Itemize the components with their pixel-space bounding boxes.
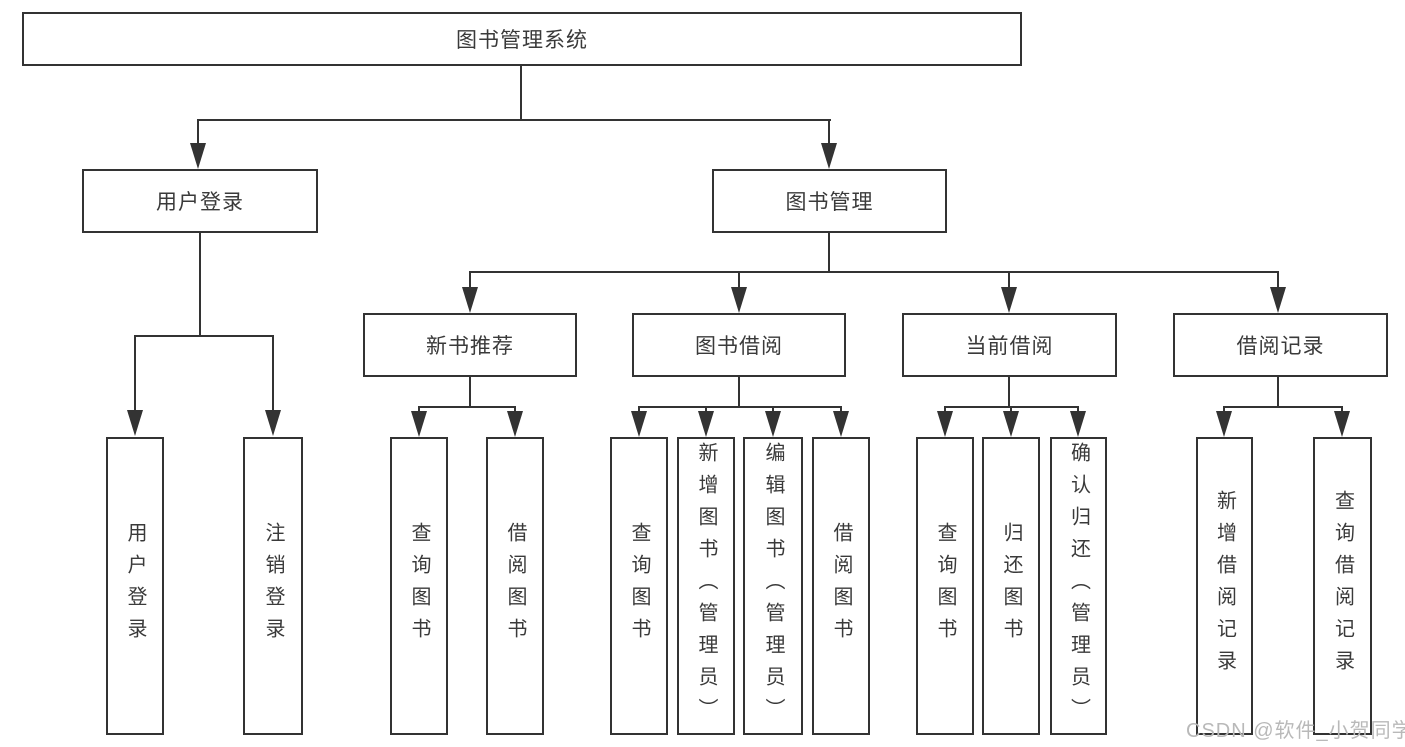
connector-to-leaf [1341, 406, 1343, 414]
connector-to-leaf [772, 406, 774, 414]
node-label: 确认归还（管理员） [1067, 442, 1090, 730]
connector-user-login-branch [134, 335, 274, 337]
arrowhead-icon [1334, 411, 1350, 437]
connector-to-leaf [272, 335, 274, 411]
connector-user-login-stem [199, 233, 201, 337]
node-label: 借阅图书 [504, 522, 526, 650]
connector-to-leaf [840, 406, 842, 414]
connector-stem [1277, 377, 1279, 408]
connector-branch [418, 406, 516, 408]
connector-to-leaf [514, 406, 516, 414]
arrowhead-icon [127, 410, 143, 436]
arrowhead-icon [1001, 287, 1017, 313]
node-new-book-recommendation: 新书推荐 [363, 313, 577, 377]
connector-to-book-management [828, 119, 830, 146]
connector-to-user-login [197, 119, 199, 146]
arrowhead-icon [1216, 411, 1232, 437]
connector-to-leaf [1223, 406, 1225, 414]
arrowhead-icon [731, 287, 747, 313]
leaf-logout: 注销登录 [243, 437, 303, 735]
arrowhead-icon [698, 411, 714, 437]
node-label: 新增借阅记录 [1213, 490, 1236, 682]
arrowhead-icon [1003, 411, 1019, 437]
connector-stem [469, 377, 471, 408]
arrowhead-icon [411, 411, 427, 437]
connector-to-leaf [1010, 406, 1012, 414]
leaf-query-books: 查询图书 [390, 437, 448, 735]
connector-level1-branch [197, 119, 831, 121]
node-label: 归还图书 [1000, 522, 1022, 650]
node-label: 借阅记录 [1236, 335, 1325, 358]
node-label: 查询借阅记录 [1331, 490, 1354, 682]
leaf-query-books: 查询图书 [610, 437, 668, 735]
connector-to-current-borrow [1008, 271, 1010, 290]
node-label: 新增图书（管理员） [695, 442, 717, 730]
arrowhead-icon [462, 287, 478, 313]
connector-to-leaf [705, 406, 707, 414]
leaf-borrow-books: 借阅图书 [812, 437, 870, 735]
node-current-borrowing: 当前借阅 [902, 313, 1117, 377]
connector-to-borrow-records [1277, 271, 1279, 290]
connector-level2-branch [469, 271, 1279, 273]
leaf-borrow-books: 借阅图书 [486, 437, 544, 735]
arrowhead-icon [1070, 411, 1086, 437]
connector-to-leaf [418, 406, 420, 414]
leaf-edit-books-admin: 编辑图书（管理员） [743, 437, 803, 735]
node-label: 当前借阅 [965, 335, 1054, 358]
node-book-borrowing: 图书借阅 [632, 313, 846, 377]
leaf-query-borrow-record: 查询借阅记录 [1313, 437, 1372, 735]
leaf-user-login: 用户登录 [106, 437, 164, 735]
arrowhead-icon [937, 411, 953, 437]
arrowhead-icon [507, 411, 523, 437]
leaf-return-books: 归还图书 [982, 437, 1040, 735]
arrowhead-icon [631, 411, 647, 437]
node-label: 编辑图书（管理员） [762, 442, 784, 730]
csdn-watermark: CSDN @软件_小贺同学 [1186, 720, 1405, 742]
connector-branch [1223, 406, 1343, 408]
node-library-management-system: 图书管理系统 [22, 12, 1022, 66]
node-label: 查询图书 [408, 522, 430, 650]
connector-to-leaf [134, 335, 136, 411]
connector-stem [1008, 377, 1010, 408]
leaf-query-books: 查询图书 [916, 437, 974, 735]
node-label: 查询图书 [628, 522, 650, 650]
node-label: 图书管理 [785, 191, 874, 214]
node-label: 新书推荐 [426, 335, 514, 358]
node-label: 注销登录 [262, 522, 284, 650]
node-label: 图书管理系统 [456, 29, 588, 52]
connector-branch [638, 406, 842, 408]
node-borrowing-records: 借阅记录 [1173, 313, 1388, 377]
connector-to-leaf [638, 406, 640, 414]
node-label: 图书借阅 [695, 335, 783, 358]
node-user-login: 用户登录 [82, 169, 318, 233]
node-label: 用户登录 [124, 522, 146, 650]
node-label: 借阅图书 [830, 522, 852, 650]
connector-root-stem [520, 66, 522, 120]
leaf-add-borrow-record: 新增借阅记录 [1196, 437, 1253, 735]
arrowhead-icon [1270, 287, 1286, 313]
arrowhead-icon [765, 411, 781, 437]
leaf-add-books-admin: 新增图书（管理员） [677, 437, 735, 735]
connector-to-leaf [944, 406, 946, 414]
node-book-management: 图书管理 [712, 169, 947, 233]
node-label: 查询图书 [934, 522, 956, 650]
leaf-confirm-return-admin: 确认归还（管理员） [1050, 437, 1107, 735]
arrowhead-icon [265, 410, 281, 436]
node-label: 用户登录 [156, 191, 244, 214]
connector-stem [738, 377, 740, 408]
connector-to-book-borrow [738, 271, 740, 290]
arrowhead-icon [821, 143, 837, 169]
arrowhead-icon [190, 143, 206, 169]
connector-to-leaf [1077, 406, 1079, 414]
arrowhead-icon [833, 411, 849, 437]
connector-book-management-stem [828, 233, 830, 273]
connector-to-new-book [469, 271, 471, 290]
